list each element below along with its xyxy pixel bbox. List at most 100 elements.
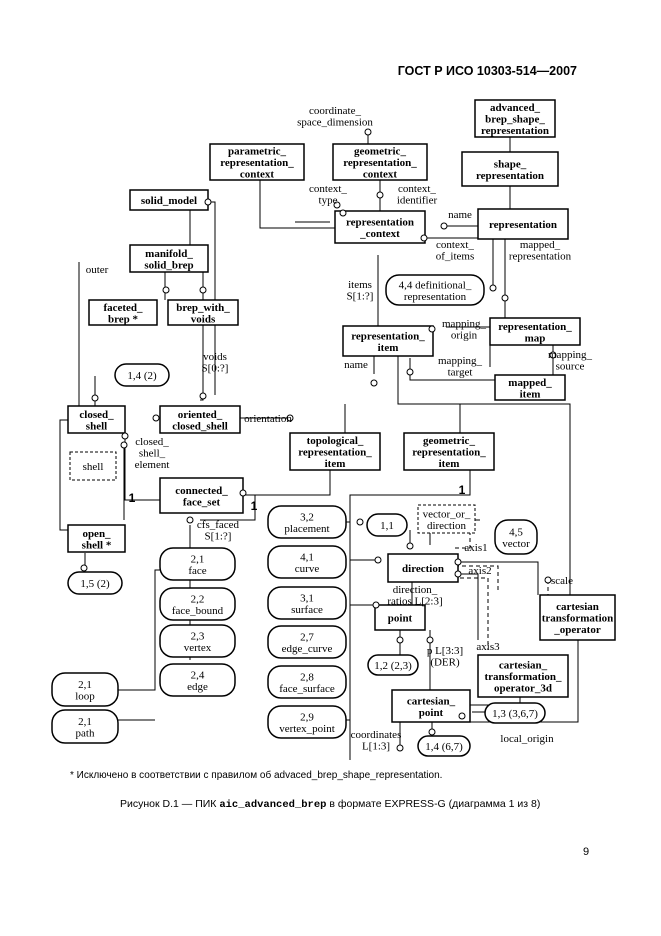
type-shell[interactable] — [69, 451, 117, 481]
ref-definitional-representation[interactable] — [385, 274, 485, 306]
ref-definitional-representation-label: representation — [404, 291, 467, 303]
relationship-line — [124, 433, 160, 501]
attr-axis3-line: axis3 — [476, 641, 500, 653]
attr-outer: outer — [86, 264, 109, 276]
relationship-line — [458, 561, 539, 595]
ref-vertex-point[interactable] — [267, 705, 347, 739]
ref-surface[interactable] — [267, 586, 347, 620]
attr-name-representation: name — [448, 209, 472, 221]
entity-parametric-representation-context[interactable] — [209, 143, 305, 181]
ref-placement[interactable] — [267, 505, 347, 539]
relationship-end-circle — [396, 744, 404, 752]
ref-edge-curve-label: edge_curve — [282, 643, 333, 655]
ref-1-3-3-6-7[interactable] — [484, 702, 546, 724]
ref-curve-label: curve — [295, 563, 320, 575]
entity-closed-shell[interactable] — [67, 405, 126, 434]
attr-orientation-line: orientation — [244, 413, 292, 425]
entity-shape-representation-label: shape_ — [494, 158, 527, 170]
entity-cartesian-transformation-operator-3d[interactable] — [477, 654, 569, 698]
ref-loop-label: loop — [75, 690, 95, 702]
entity-representation-map[interactable] — [489, 317, 581, 346]
cardinality-one-b-line: 1 — [251, 499, 258, 513]
cardinality-one-b: 1 — [251, 499, 258, 513]
ref-path-label: path — [76, 727, 95, 739]
entity-faceted-brep[interactable] — [88, 299, 158, 326]
ref-path[interactable] — [51, 709, 119, 744]
entity-topological-representation-item[interactable] — [289, 432, 381, 471]
entity-cartesian-transformation-operator-label: _operator — [553, 624, 601, 636]
cardinality-one-a: 1 — [129, 491, 136, 505]
attr-direction-ratios: direction_ratios L[2:3] — [387, 584, 442, 608]
entity-geometric-representation-context[interactable] — [332, 143, 428, 181]
ref-face-bound[interactable] — [159, 587, 236, 621]
relationship-end-circle — [428, 325, 436, 333]
ref-1-2-2-3[interactable] — [367, 654, 419, 676]
entity-mapped-item[interactable] — [494, 374, 566, 401]
entity-direction[interactable] — [387, 553, 459, 583]
entity-oriented-closed-shell[interactable] — [159, 405, 241, 434]
entity-open-shell-label: open_ — [82, 528, 111, 540]
attr-axis2-line: axis2 — [468, 565, 491, 577]
figure-caption: Рисунок D.1 — ПИК aic_advanced_brep в фо… — [120, 798, 540, 811]
entity-advanced-brep-shape-representation[interactable] — [474, 99, 556, 138]
caption-prefix: Рисунок D.1 — ПИК — [120, 798, 220, 810]
attr-closed-shell-element-line: element — [135, 459, 170, 471]
ref-edge-label: edge — [187, 681, 208, 693]
attr-context-identifier: context_identifier — [397, 183, 438, 207]
relationship-line — [59, 419, 68, 531]
ref-1-4-6-7[interactable] — [417, 735, 471, 757]
ref-face[interactable] — [159, 547, 236, 581]
entity-parametric-representation-context-label: context — [240, 169, 275, 181]
ref-1-4-2[interactable] — [114, 363, 170, 387]
entity-open-shell[interactable] — [67, 524, 126, 553]
entity-representation-map-label: map — [525, 332, 546, 344]
ref-edge-curve[interactable] — [267, 625, 347, 659]
relationship-end-circle — [376, 191, 384, 199]
entity-connected-face-set[interactable] — [159, 477, 244, 514]
attr-voids-line: S[0:?] — [202, 363, 229, 375]
entity-brep-with-voids[interactable] — [167, 299, 239, 326]
ref-4-5-vector[interactable] — [494, 519, 538, 555]
entity-cartesian-point[interactable] — [391, 689, 471, 723]
entity-geometric-representation-item[interactable] — [403, 432, 495, 471]
entity-cartesian-transformation-operator[interactable] — [539, 594, 616, 641]
ref-face-surface[interactable] — [267, 665, 347, 699]
ref-edge[interactable] — [159, 663, 236, 697]
entity-representation-item[interactable] — [342, 325, 434, 357]
attr-local-origin-line: local_origin — [500, 733, 554, 745]
attr-p-l33-line: p L[3:3] — [427, 645, 463, 657]
entity-manifold-solid-brep[interactable] — [129, 244, 209, 273]
entity-geometric-representation-context-label: context — [363, 169, 398, 181]
entity-geometric-representation-context-label: representation_ — [343, 157, 417, 169]
ref-1-1[interactable] — [366, 513, 408, 537]
ref-4-5-vector-label: 4,5 — [509, 526, 523, 538]
ref-vertex[interactable] — [159, 624, 236, 658]
attr-mapping-target-line: target — [448, 367, 473, 379]
footnote: * Исключено в соответствии с правилом об… — [70, 770, 443, 781]
attr-context-of-items-line: of_items — [436, 251, 475, 263]
entity-representation-label: representation — [489, 219, 557, 231]
ref-1-5-2[interactable] — [67, 571, 123, 595]
attr-mapping-source-line: source — [556, 361, 585, 373]
entity-shape-representation[interactable] — [461, 151, 559, 187]
ref-curve[interactable] — [267, 545, 347, 579]
entity-direction-label: direction — [402, 563, 444, 575]
relationship-line — [455, 565, 499, 590]
entity-point[interactable] — [374, 604, 426, 631]
entity-representation-context[interactable] — [334, 210, 426, 244]
entity-parametric-representation-context-label: representation_ — [220, 157, 294, 169]
entity-cartesian-transformation-operator-3d-label: cartesian_ — [499, 660, 548, 672]
type-vector-or-direction[interactable] — [417, 504, 476, 534]
ref-loop[interactable] — [51, 672, 119, 707]
attr-items-line: items — [348, 279, 372, 291]
type-vector-or-direction-label: direction — [427, 520, 467, 532]
attr-name-item: name — [344, 359, 368, 371]
entity-representation[interactable] — [477, 208, 569, 240]
ref-1-1-label: 1,1 — [380, 520, 394, 532]
ref-definitional-representation-label: 4,4 definitional_ — [399, 279, 472, 291]
entity-cartesian-transformation-operator-3d-label: transformation_ — [485, 671, 562, 683]
